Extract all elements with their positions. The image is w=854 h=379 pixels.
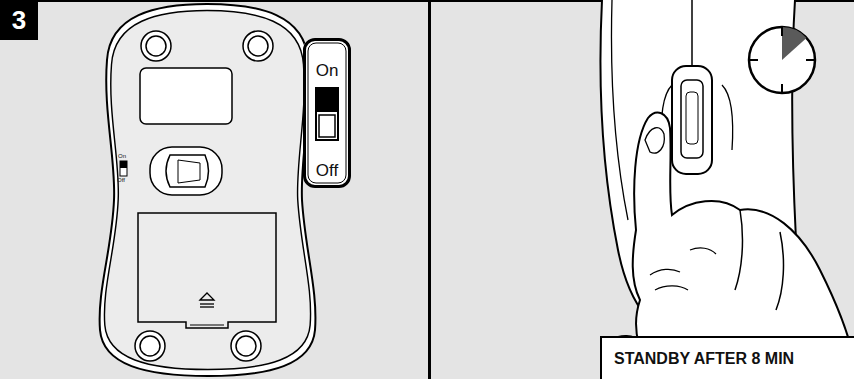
node-text: On: [306, 61, 348, 81]
scroll-wheel: [681, 80, 703, 158]
switch-knob: [316, 88, 338, 112]
foot-inner: [236, 336, 256, 356]
panel-divider: [428, 0, 431, 379]
callout-fill: [303, 38, 351, 188]
mouse-side-line: [612, 0, 628, 220]
foot: [243, 31, 273, 61]
small-switch-knob: [120, 161, 127, 168]
sensor-lens: [166, 155, 209, 187]
mouse-inner-outline: [104, 11, 310, 370]
elapsed-wedge: [782, 27, 807, 60]
right-panel: [431, 0, 854, 379]
caption-box: STANDBY AFTER 8 MIN: [600, 336, 854, 379]
eject-symbol: [200, 293, 214, 300]
small-switch: [120, 161, 127, 176]
foot-inner: [140, 336, 160, 356]
foot: [141, 31, 171, 61]
scroll-wheel-inner: [686, 92, 698, 144]
clock-tick: [781, 27, 783, 36]
foot-inner: [248, 36, 268, 56]
clock-tick: [781, 84, 783, 93]
button-split: [691, 0, 693, 66]
battery-door: [138, 213, 276, 328]
clock-face: [749, 27, 815, 93]
fingernail: [645, 128, 664, 153]
button-line: [722, 85, 733, 150]
switch-callout: OnOff: [303, 38, 351, 188]
switch-body: [316, 88, 338, 140]
mouse-outline: [100, 4, 316, 376]
step-number: 3: [0, 0, 38, 40]
foot: [135, 331, 165, 361]
foot: [231, 331, 261, 361]
left-panel: [0, 0, 428, 379]
sensor-window: [150, 147, 222, 195]
node-text: Off: [306, 161, 348, 181]
eject-symbol: [200, 303, 214, 304]
door-notch: [190, 325, 224, 326]
finger-lines: [735, 210, 783, 310]
hand-creases: [650, 248, 716, 290]
eject-symbol: [200, 306, 214, 307]
label-plate: [140, 68, 232, 124]
clock-tick: [749, 59, 758, 61]
node-text: 3: [12, 5, 26, 36]
scroll-well: [672, 66, 712, 174]
switch-label: On: [118, 153, 126, 160]
sensor-detail: [178, 160, 200, 183]
switch-slot: [319, 115, 335, 137]
node-text: STANDBY AFTER 8 MIN: [614, 350, 794, 368]
foot-inner: [146, 36, 166, 56]
clock-tick: [806, 59, 815, 61]
switch-label: Off: [117, 177, 125, 184]
